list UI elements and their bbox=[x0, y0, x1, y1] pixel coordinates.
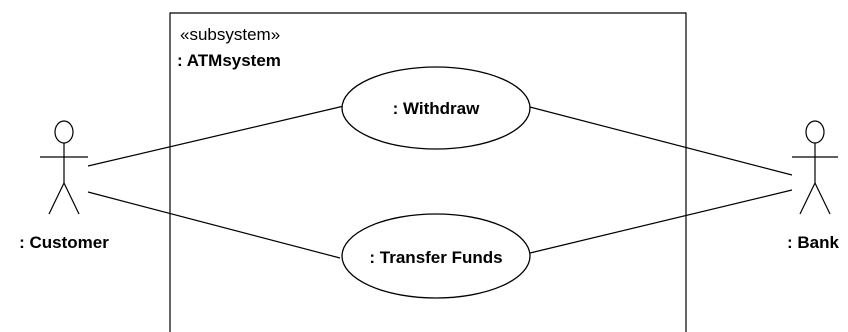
association-withdraw-bank bbox=[525, 105, 793, 176]
association-customer-transfer-funds bbox=[87, 191, 341, 259]
use-case-withdraw-label: : Withdraw bbox=[393, 99, 481, 118]
association-customer-withdraw bbox=[87, 105, 345, 167]
use-case-transfer-funds-ellipse bbox=[341, 213, 531, 299]
association-transfer-funds-bank bbox=[529, 189, 793, 254]
use-case-transfer-funds-label: : Transfer Funds bbox=[369, 248, 502, 267]
actor-bank-stick-figure-icon bbox=[792, 120, 838, 215]
subsystem-boundary bbox=[169, 12, 687, 332]
use-case-transfer-funds[interactable]: : Transfer Funds bbox=[341, 213, 531, 299]
subsystem-name: : ATMsystem bbox=[177, 51, 281, 70]
actor-customer-label: : Customer bbox=[19, 233, 109, 252]
use-case-withdraw-ellipse bbox=[341, 66, 531, 150]
subsystem-stereotype: «subsystem» bbox=[180, 25, 280, 44]
actor-bank[interactable]: : Bank bbox=[787, 120, 840, 252]
use-case-withdraw[interactable]: : Withdraw bbox=[341, 66, 531, 150]
actor-customer[interactable]: : Customer bbox=[19, 120, 109, 252]
actor-customer-stick-figure-icon bbox=[40, 120, 88, 215]
actor-bank-label: : Bank bbox=[787, 233, 840, 252]
